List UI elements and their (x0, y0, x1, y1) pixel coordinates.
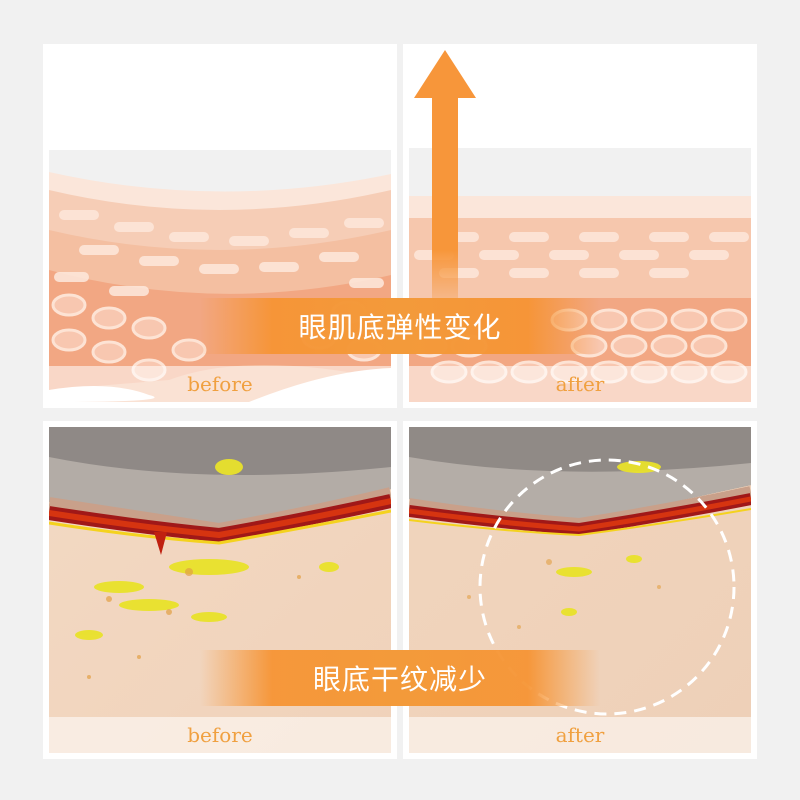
thermal-after-panel: after (403, 421, 757, 759)
after-label: after (409, 717, 751, 753)
after-label: after (409, 366, 751, 402)
thermal-before-panel: before (43, 421, 397, 759)
before-label: before (49, 366, 391, 402)
up-arrow-icon (414, 50, 476, 300)
elasticity-banner: 眼肌底弹性变化 (200, 298, 600, 354)
before-label: before (49, 717, 391, 753)
wrinkle-reduction-banner: 眼底干纹减少 (200, 650, 600, 706)
dashed-circle-icon (478, 458, 736, 716)
